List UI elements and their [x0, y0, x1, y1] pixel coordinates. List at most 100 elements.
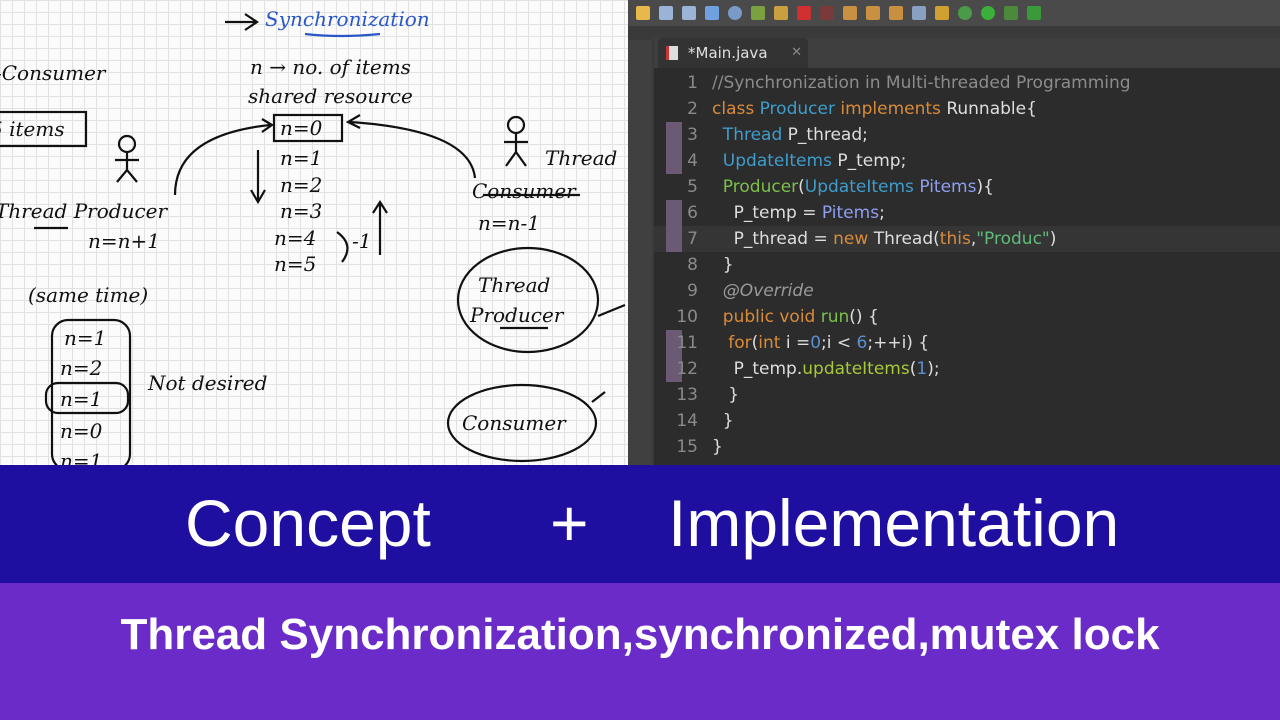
line-number: 11: [676, 333, 698, 353]
code-token: run: [820, 307, 850, 327]
code-text: //Synchronization in Multi-threaded Prog…: [712, 70, 1131, 96]
ide-toolbar: [628, 0, 1280, 26]
save-all-icon[interactable]: [682, 6, 696, 20]
run-icon[interactable]: [981, 6, 995, 20]
code-token: }: [712, 255, 734, 275]
code-token: @Override: [712, 281, 814, 301]
code-token: Thread(: [873, 229, 940, 249]
code-token: P_thread;: [787, 125, 868, 145]
code-token: 0: [810, 333, 822, 353]
whiteboard-note: 5 items: [0, 117, 65, 141]
code-token: );: [927, 359, 940, 379]
step-return-icon[interactable]: [889, 6, 903, 20]
concept-label: Concept: [185, 486, 431, 560]
code-line[interactable]: 6 P_temp = Pitems;: [654, 200, 1280, 226]
external-tools-icon[interactable]: [1027, 6, 1041, 20]
code-token: ,: [970, 229, 977, 249]
code-text: P_temp.updateItems(1);: [712, 356, 940, 382]
whiteboard-note: Not desired: [147, 371, 267, 395]
close-icon[interactable]: ✕: [791, 45, 802, 60]
code-line[interactable]: 5 Producer(UpdateItems Pitems){: [654, 174, 1280, 200]
code-token: Producer: [759, 99, 841, 119]
tab-main-java[interactable]: *Main.java ✕: [658, 38, 808, 68]
line-number: 7: [687, 229, 698, 249]
line-number: 8: [687, 255, 698, 275]
code-line[interactable]: 15}: [654, 434, 1280, 460]
code-line[interactable]: 12 P_temp.updateItems(1);: [654, 356, 1280, 382]
java-file-icon: [666, 46, 678, 60]
whiteboard-note: (same time): [28, 283, 148, 307]
whiteboard-note: Thread: [545, 146, 617, 170]
code-token: P_thread =: [712, 229, 834, 249]
coverage-icon[interactable]: [1004, 6, 1018, 20]
code-token: this: [939, 229, 971, 249]
save-icon[interactable]: [659, 6, 673, 20]
code-line[interactable]: 1//Synchronization in Multi-threaded Pro…: [654, 70, 1280, 96]
disconnect-icon[interactable]: [820, 6, 834, 20]
use-step-filters-icon[interactable]: [935, 6, 949, 20]
code-token: P_temp;: [837, 151, 907, 171]
code-line[interactable]: 11 for(int i =0;i < 6;++i) {: [654, 330, 1280, 356]
code-line[interactable]: 10 public void run() {: [654, 304, 1280, 330]
stop-icon[interactable]: [797, 6, 811, 20]
new-file-icon[interactable]: [636, 6, 650, 20]
code-token: (: [751, 333, 759, 353]
code-text: UpdateItems P_temp;: [712, 148, 907, 174]
code-line[interactable]: 13 }: [654, 382, 1280, 408]
code-token: P_temp =: [712, 203, 822, 223]
line-number: 12: [676, 359, 698, 379]
whiteboard-note: Producer: [469, 303, 565, 327]
whiteboard-sketch: Synchronization -Consumer n → no. of ite…: [0, 0, 628, 465]
code-token: "Produc": [976, 229, 1050, 249]
code-line[interactable]: 7 P_thread = new Thread(this,"Produc"): [654, 226, 1280, 252]
code-line[interactable]: 2 class Producer implements Runnable{: [654, 96, 1280, 122]
code-token: P_temp.: [712, 359, 803, 379]
code-text: Producer(UpdateItems Pitems){: [712, 174, 994, 200]
code-token: Producer: [712, 177, 799, 197]
whiteboard-note: n=0: [280, 116, 323, 140]
line-number: 10: [676, 307, 698, 327]
step-into-icon[interactable]: [843, 6, 857, 20]
code-token: public void: [712, 307, 821, 327]
pause-icon[interactable]: [774, 6, 788, 20]
whiteboard-note: -Consumer: [0, 61, 107, 85]
code-line[interactable]: 4 UpdateItems P_temp;: [654, 148, 1280, 174]
code-token: class: [712, 99, 760, 119]
code-token: new: [833, 229, 874, 249]
code-text: class Producer implements Runnable{: [712, 96, 1037, 122]
title-banner: Concept + Implementation: [0, 465, 1280, 583]
code-token: () {: [849, 307, 879, 327]
tab-label: *Main.java: [688, 44, 768, 62]
line-number: 14: [676, 411, 698, 431]
code-token: (: [909, 359, 917, 379]
subtitle-text: Thread Synchronization,synchronized,mute…: [120, 610, 1160, 659]
code-editor[interactable]: 1 //Synchronization in Multi-threaded Pro…: [654, 68, 1280, 465]
code-token: ): [1049, 229, 1057, 249]
code-token: 1: [916, 359, 928, 379]
drop-frame-icon[interactable]: [912, 6, 926, 20]
implementation-label: Implementation: [668, 486, 1120, 560]
code-token: //Synchronization in Multi-threaded Prog…: [712, 73, 1131, 93]
code-token: ;: [879, 203, 885, 223]
plus-label: +: [550, 486, 589, 560]
code-line[interactable]: 3 Thread P_thread;: [654, 122, 1280, 148]
terminal-icon[interactable]: [705, 6, 719, 20]
debug-icon[interactable]: [958, 6, 972, 20]
code-token: Pitems: [919, 177, 977, 197]
line-number: 3: [687, 125, 698, 145]
editor-tab-bar: *Main.java ✕: [654, 38, 1280, 68]
whiteboard-drawing: Synchronization -Consumer n → no. of ite…: [0, 7, 626, 465]
line-number: 2: [687, 99, 698, 119]
ide-window: *Main.java ✕ 1 //Synchronization in Multi…: [628, 0, 1280, 465]
line-number: 6: [687, 203, 698, 223]
code-line[interactable]: 9 @Override: [654, 278, 1280, 304]
code-line[interactable]: 14 }: [654, 408, 1280, 434]
code-line[interactable]: 8 }: [654, 252, 1280, 278]
skip-breakpoints-icon[interactable]: [728, 6, 742, 20]
code-text: }: [712, 252, 734, 278]
resume-icon[interactable]: [751, 6, 765, 20]
code-text: }: [712, 434, 723, 460]
code-token: ;i <: [821, 333, 857, 353]
step-over-icon[interactable]: [866, 6, 880, 20]
code-text: public void run() {: [712, 304, 879, 330]
